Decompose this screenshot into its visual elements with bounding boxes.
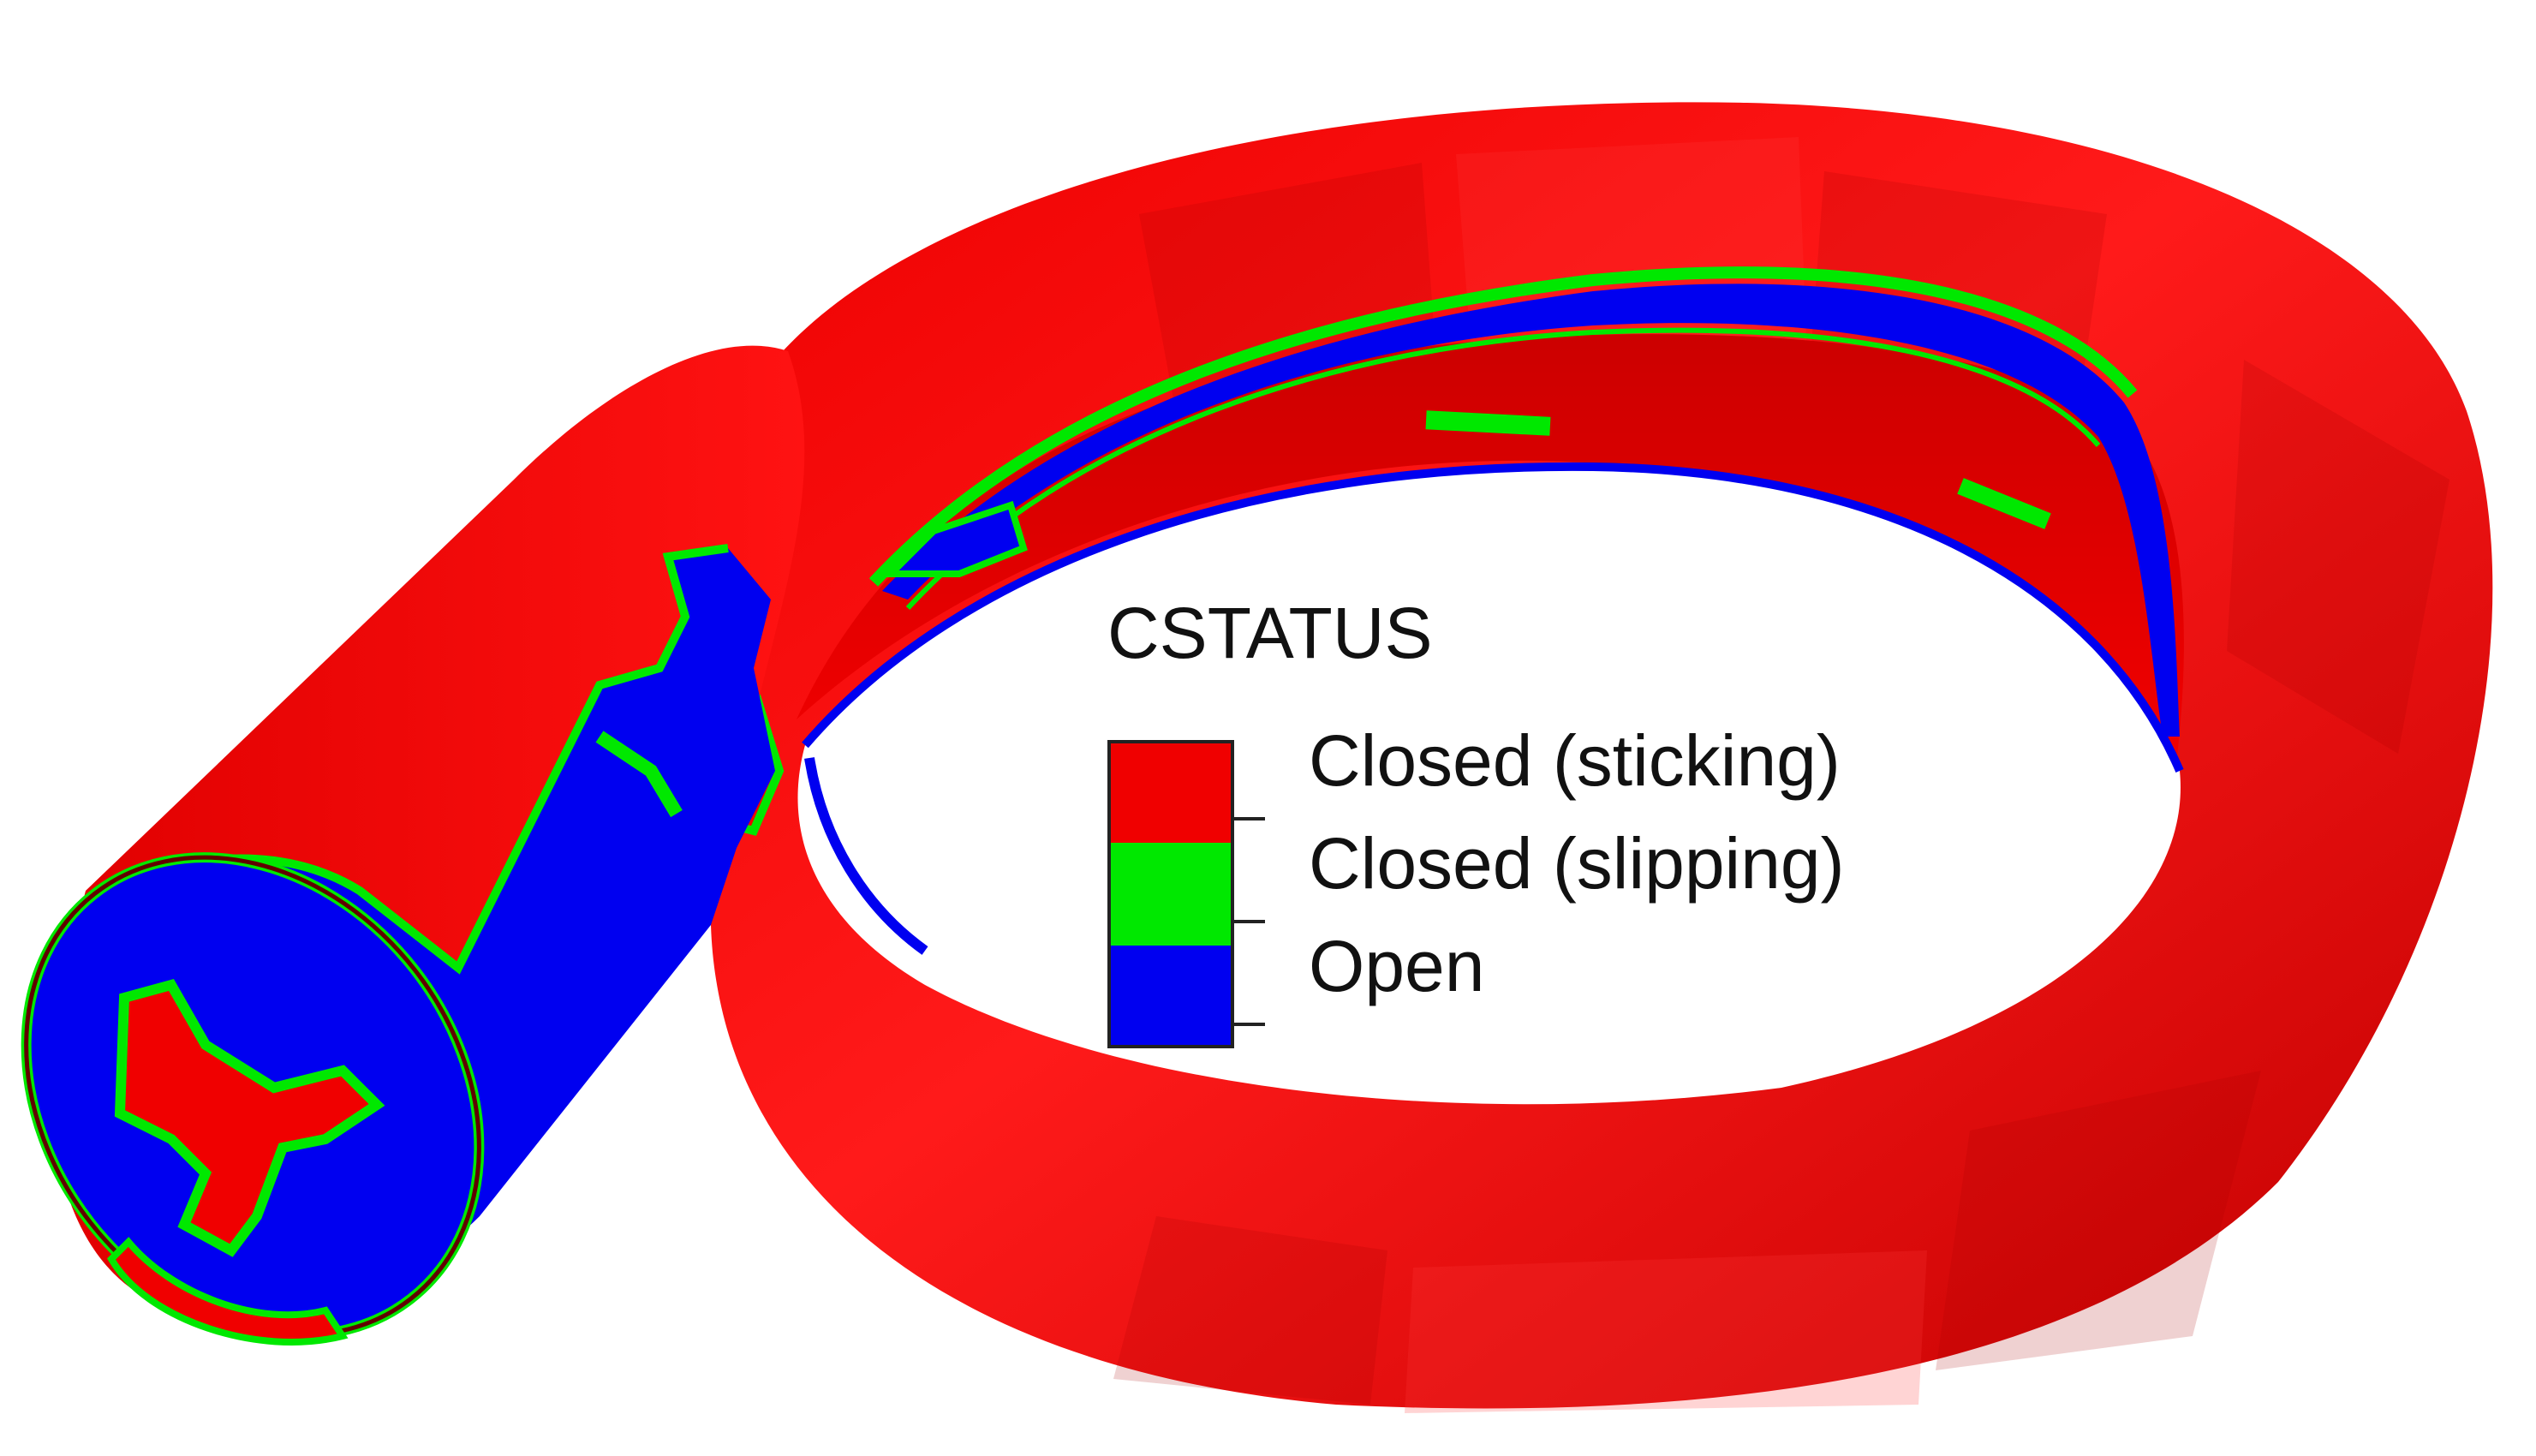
opening-open-rim (802, 462, 2184, 773)
inner-wall (797, 334, 2184, 771)
legend-swatch-closed-sticking (1107, 740, 1234, 843)
legend-swatch-closed-slipping (1107, 843, 1234, 946)
pipe-slip-stripe (595, 731, 683, 818)
inlet-sticking-patch-a (114, 978, 385, 1257)
legend-title: CSTATUS (1107, 593, 1433, 673)
legend-swatch-open (1107, 946, 1234, 1048)
legend-label-closed-slipping: Closed (slipping) (1309, 823, 1845, 904)
inlet-end-face-rim (24, 855, 481, 1338)
slip-patch-1 (1425, 410, 1551, 436)
inlet-sticking-patch-b (107, 1237, 349, 1346)
legend-tick (1234, 1023, 1265, 1026)
slip-patch-2 (1957, 478, 2051, 529)
legend-tick (1234, 817, 1265, 820)
legend-tick (1234, 920, 1265, 923)
inner-lower-slip-line (905, 327, 2101, 611)
legend-label-closed-sticking: Closed (sticking) (1309, 720, 1841, 801)
inner-slip-line (868, 266, 2138, 587)
legend-label-open: Open (1309, 926, 1485, 1006)
slip-patch-3 (882, 500, 1028, 577)
inner-open-band (882, 283, 2180, 737)
opening-lower-rim (804, 757, 928, 955)
